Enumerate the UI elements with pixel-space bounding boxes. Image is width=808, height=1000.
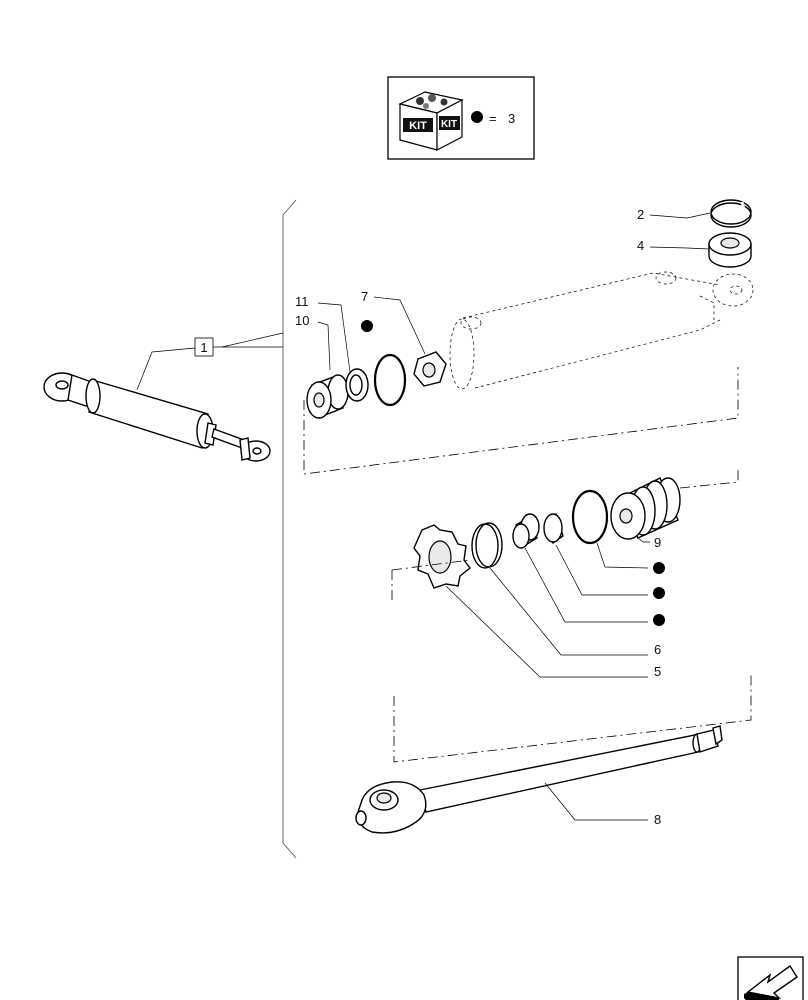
washer-b xyxy=(512,513,540,549)
kit-text-right: KIT xyxy=(441,119,457,130)
group-bracket xyxy=(282,199,297,859)
callout-1-label: 1 xyxy=(200,340,207,355)
part-9-piston xyxy=(610,477,681,540)
washer-a xyxy=(543,512,564,545)
kit-bullet-icon xyxy=(653,587,665,599)
next-page-arrow-icon[interactable] xyxy=(737,956,804,1000)
part-4-bushing xyxy=(708,232,752,268)
part-7-nut xyxy=(413,351,447,387)
part-11-seal xyxy=(345,368,369,402)
callout-6-label: 6 xyxy=(654,642,661,657)
part-10-gland xyxy=(306,374,349,419)
callout-8-label: 8 xyxy=(654,812,661,827)
part-2-snap-ring xyxy=(710,199,752,228)
barrel-ghost xyxy=(449,271,754,390)
kit-value: 3 xyxy=(508,111,515,126)
kit-bullet-icon xyxy=(361,320,373,332)
part-8-piston-rod xyxy=(355,725,723,834)
o-ring-top xyxy=(373,353,407,407)
kit-equals: = xyxy=(489,111,497,126)
kit-bullet-icon xyxy=(653,562,665,574)
callout-7-label: 7 xyxy=(361,289,368,304)
kit-bullet-icon xyxy=(471,111,483,123)
callout-10-label: 10 xyxy=(295,313,309,328)
callout-5-label: 5 xyxy=(654,664,661,679)
callout-11-label: 11 xyxy=(295,294,309,309)
kit-legend: KIT KIT = 3 xyxy=(387,76,535,160)
callout-4-label: 4 xyxy=(637,238,644,253)
callout-1: 1 xyxy=(136,332,284,391)
kit-bullet-icon xyxy=(653,614,665,626)
o-ring-middle xyxy=(571,489,609,545)
kit-box-icon xyxy=(398,91,464,151)
part-6-ring xyxy=(471,522,503,569)
part-5-lock-washer xyxy=(413,524,471,589)
callout-2-label: 2 xyxy=(637,207,644,222)
kit-text-left: KIT xyxy=(409,120,427,132)
assembled-cylinder xyxy=(43,372,271,462)
callout-9-label: 9 xyxy=(654,535,661,550)
